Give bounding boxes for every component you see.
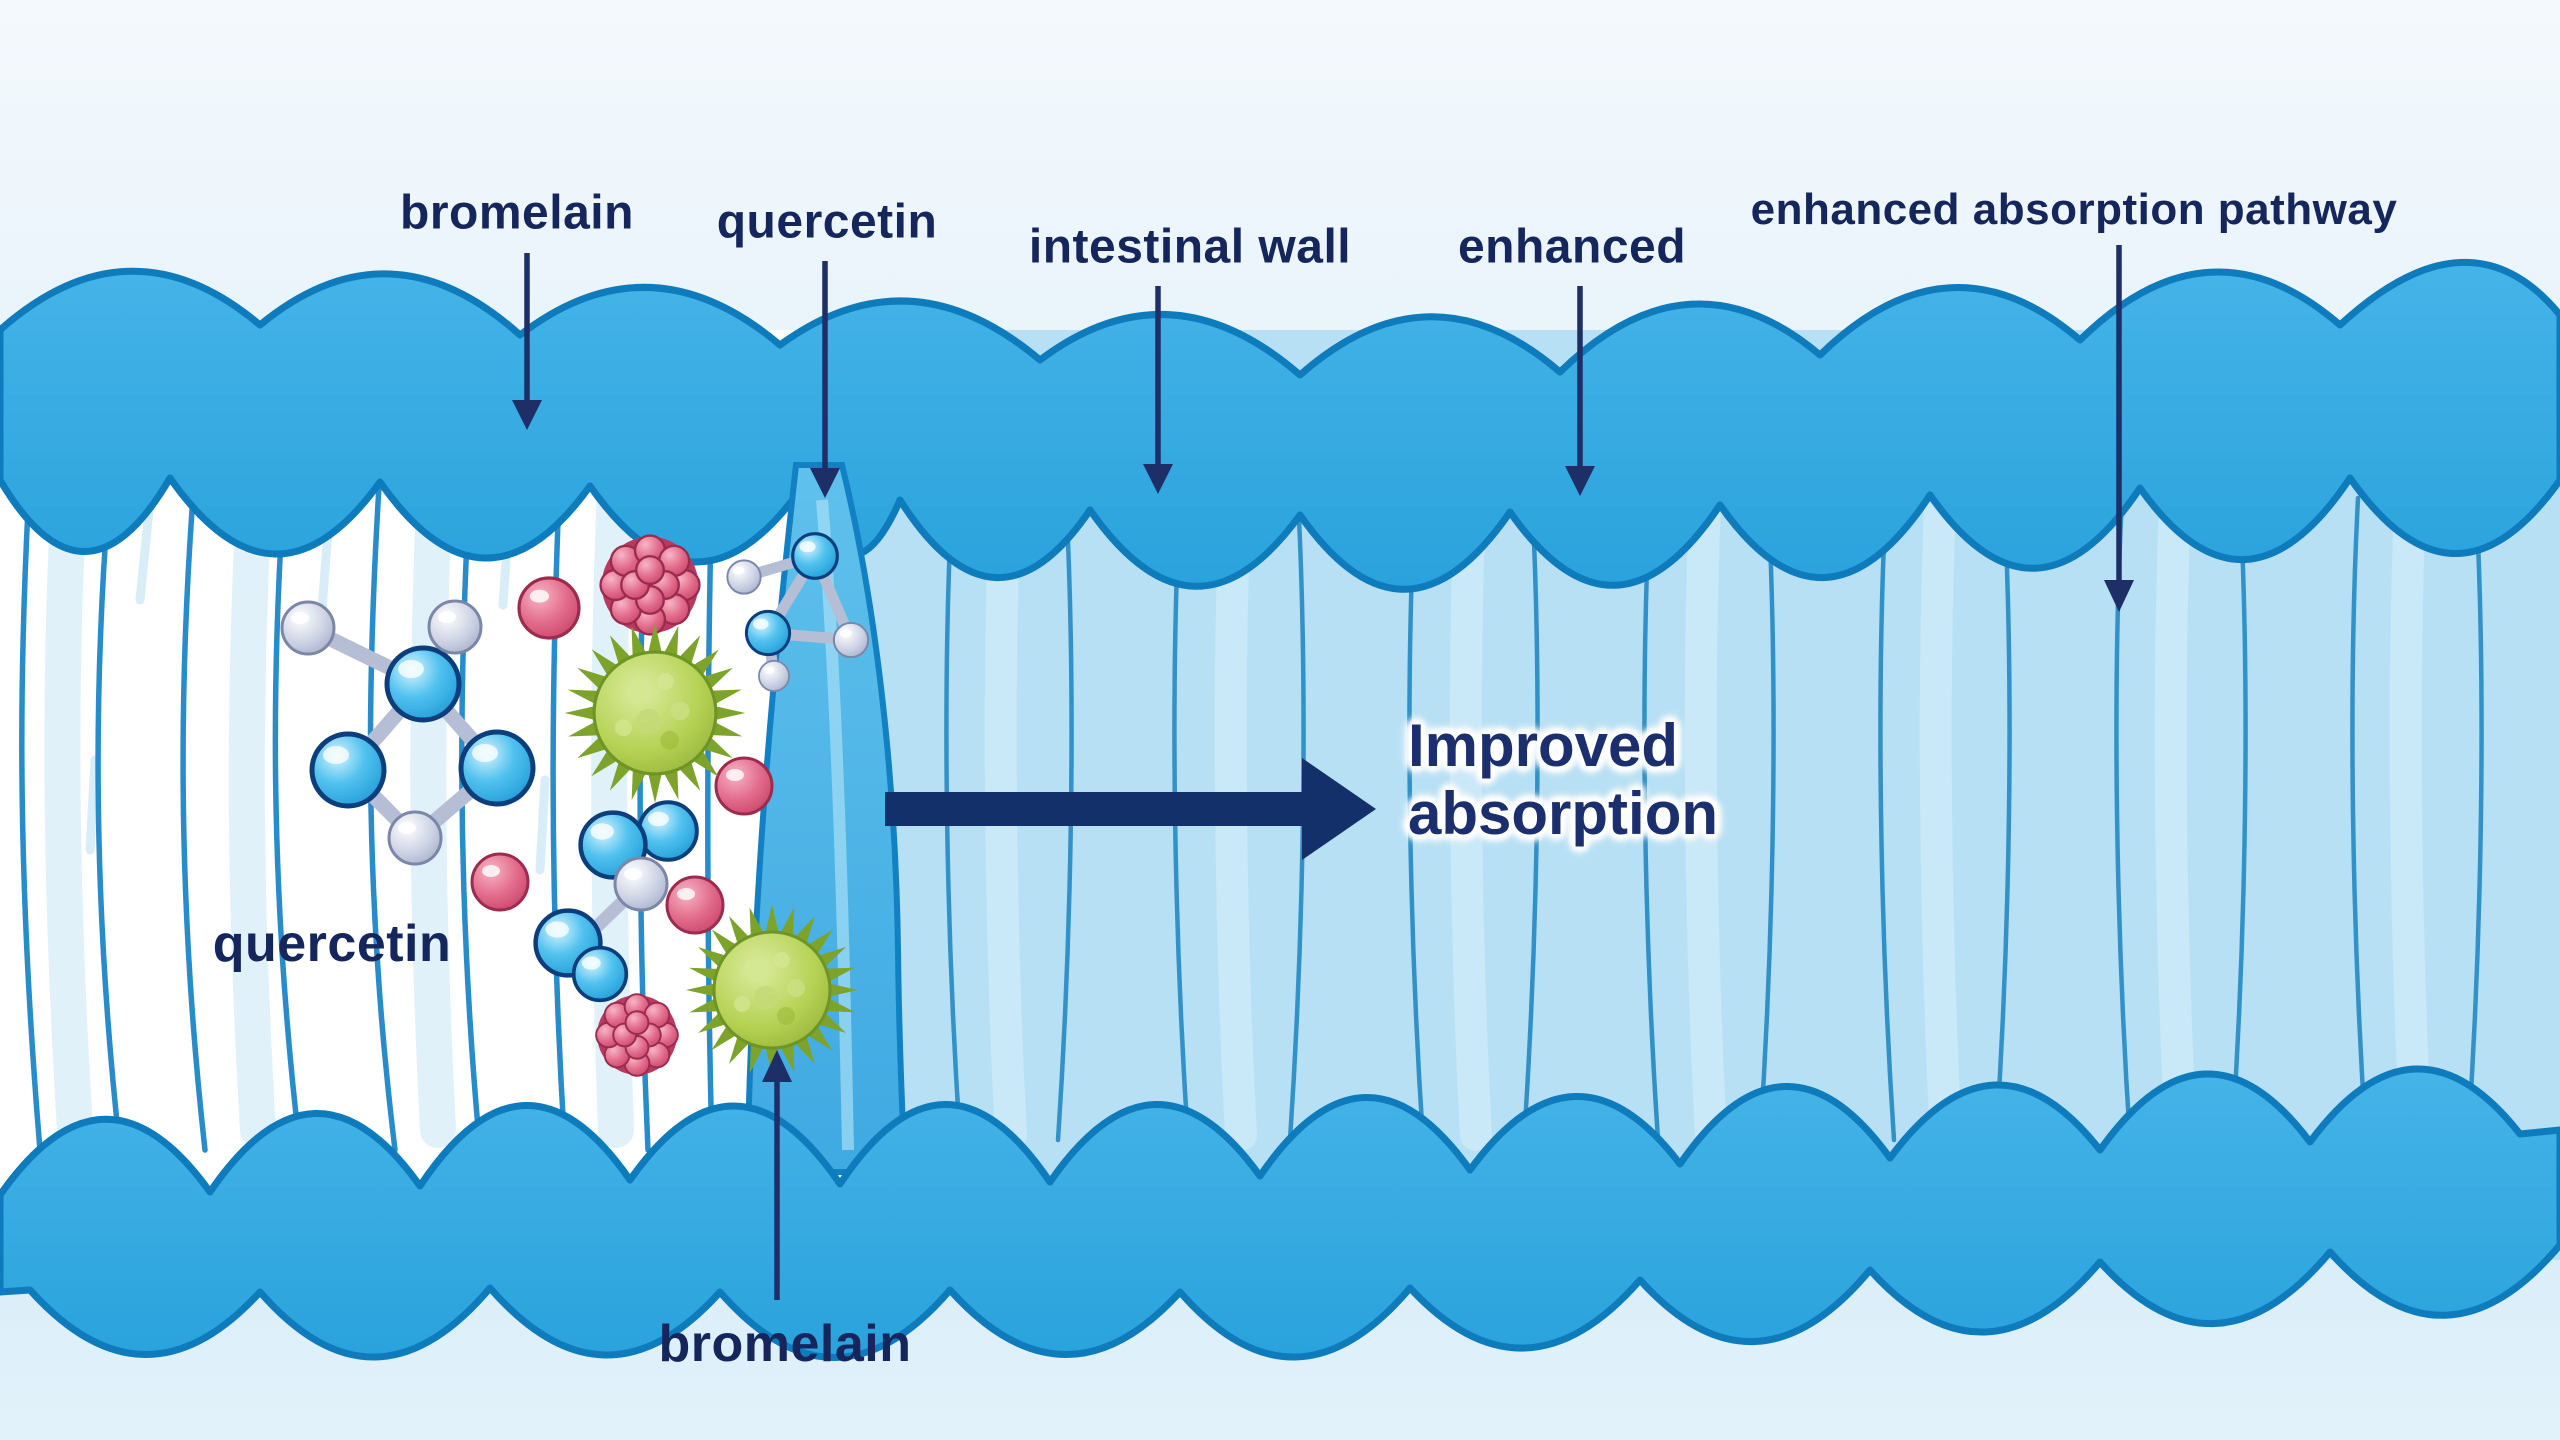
bromelain-top-arrow xyxy=(512,253,542,430)
intestinal-wall-arrow xyxy=(1143,286,1173,494)
polyphenol-cluster-bottom xyxy=(595,993,679,1077)
callout-label-enhanced-absorption-pathway: enhanced absorption pathway xyxy=(1750,185,2398,234)
improved-absorption-arrow xyxy=(885,758,1376,860)
polyphenol-cluster-top xyxy=(599,534,701,636)
improved-absorption-label: Improved absorption xyxy=(1408,712,1718,848)
callout-label-bromelain-bottom: bromelain xyxy=(658,1315,912,1373)
callout-label-bromelain-top: bromelain xyxy=(400,186,634,240)
bromelain-bottom-arrow xyxy=(762,1050,792,1300)
callout-arrows xyxy=(512,245,2134,1300)
quercetin-molecule-small xyxy=(726,532,870,692)
callout-label-intestinal-wall: intestinal wall xyxy=(1028,220,1352,274)
callout-label-quercetin-top: quercetin xyxy=(716,195,938,249)
enhanced-absorption-pathway-arrow xyxy=(2104,245,2134,612)
quercetin-cluster-molecule xyxy=(536,802,697,1003)
enhanced-arrow xyxy=(1565,286,1595,496)
intestinal-wall-top xyxy=(0,258,2560,593)
villi-texture-left xyxy=(19,462,715,1153)
quercetin-top-arrow xyxy=(810,261,840,498)
callout-label-enhanced: enhanced xyxy=(1457,220,1687,274)
quercetin-molecule-large xyxy=(280,599,533,866)
callout-label-quercetin-lumen: quercetin xyxy=(212,915,452,973)
intestinal-wall-bottom xyxy=(0,1065,2560,1361)
